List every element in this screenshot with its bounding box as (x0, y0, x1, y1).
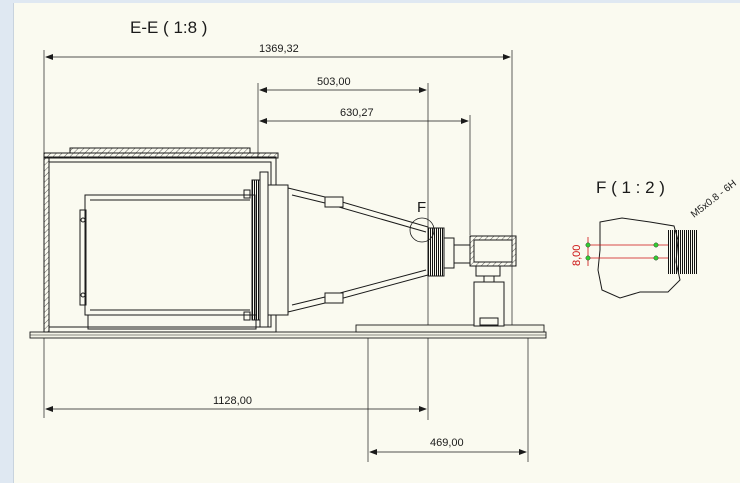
dim-503: 503,00 (317, 76, 351, 88)
right-motor-head (469, 235, 517, 286)
dimension-lines (45, 54, 527, 455)
view-title: E-E ( 1:8 ) (130, 18, 207, 37)
window-frame (0, 0, 740, 3)
motor-body (79, 189, 257, 330)
detail-title: F ( 1 : 2 ) (596, 178, 665, 197)
detail-marker-label: F (417, 199, 426, 216)
dim-overall-length: 1369,32 (259, 43, 299, 55)
thread-note: M5x0.8 - 6H (689, 178, 739, 220)
dim-1128: 1128,00 (213, 395, 252, 407)
detail-f-circle (409, 217, 435, 243)
detail-height-dim: 8,00 (571, 245, 583, 266)
flange-assembly (251, 171, 289, 328)
dimension-texts: 1369,32 503,00 630,27 1128,00 469,00 (213, 43, 464, 449)
support-stand (473, 281, 505, 327)
dim-469: 469,00 (430, 437, 464, 449)
base-plate (29, 324, 547, 339)
coupling (427, 227, 471, 277)
conical-adapter (287, 187, 429, 313)
dim-630: 630,27 (340, 107, 374, 119)
